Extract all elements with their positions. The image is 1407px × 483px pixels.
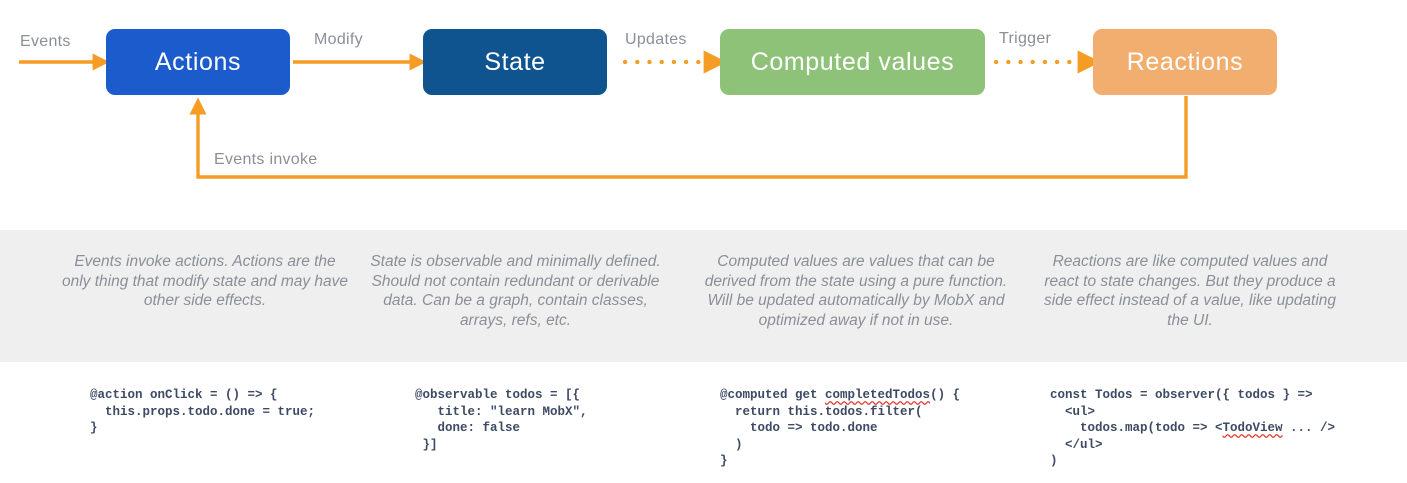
- code-snippet-reactions: const Todos = observer({ todos } => <ul>…: [1050, 387, 1335, 470]
- description-actions: Events invoke actions. Actions are the o…: [61, 253, 349, 309]
- flow-node-reactions[interactable]: Reactions: [1093, 29, 1277, 95]
- flow-node-actions[interactable]: Actions: [106, 29, 290, 95]
- code-snippet-computed-values: @computed get completedTodos() { return …: [720, 387, 960, 470]
- code-reactions-line1: const Todos = observer({ todos } =>: [1050, 388, 1313, 402]
- edge-label-updates: Updates: [625, 31, 687, 48]
- code-reactions-line3-suffix: ... />: [1282, 421, 1336, 435]
- edge-label-events-invoke: Events invoke: [214, 151, 318, 168]
- edge-label-trigger: Trigger: [999, 30, 1052, 47]
- edge-label-events: Events: [20, 33, 71, 50]
- arrow-reactions-to-actions-feedback: [189, 96, 1188, 179]
- description-band: Events invoke actions. Actions are the o…: [0, 230, 1407, 362]
- edge-label-modify: Modify: [314, 31, 363, 48]
- description-computed-values: Computed values are values that can be d…: [704, 253, 1008, 329]
- code-reactions-line5: ): [1050, 454, 1058, 468]
- code-reactions-identifier: TodoView: [1222, 421, 1283, 435]
- code-reactions-line2: <ul>: [1050, 404, 1096, 419]
- code-computed-remaining-lines: return this.todos.filter( todo => todo.d…: [720, 404, 923, 469]
- description-reactions: Reactions are like computed values and r…: [1043, 253, 1337, 329]
- flow-node-computed-values[interactable]: Computed values: [720, 29, 985, 95]
- code-computed-line1-prefix: @computed get: [720, 388, 826, 402]
- code-reactions-line3-prefix: todos.map(todo => <: [1050, 421, 1223, 435]
- code-computed-line1-suffix: () {: [930, 388, 961, 402]
- flow-node-state[interactable]: State: [423, 29, 607, 95]
- code-reactions-line4: </ul>: [1050, 437, 1103, 452]
- code-computed-identifier: completedTodos: [825, 388, 931, 402]
- description-state: State is observable and minimally define…: [370, 253, 661, 329]
- code-snippet-state: @observable todos = [{ title: "learn Mob…: [415, 388, 588, 452]
- code-snippet-actions: @action onClick = () => { this.props.tod…: [90, 388, 316, 435]
